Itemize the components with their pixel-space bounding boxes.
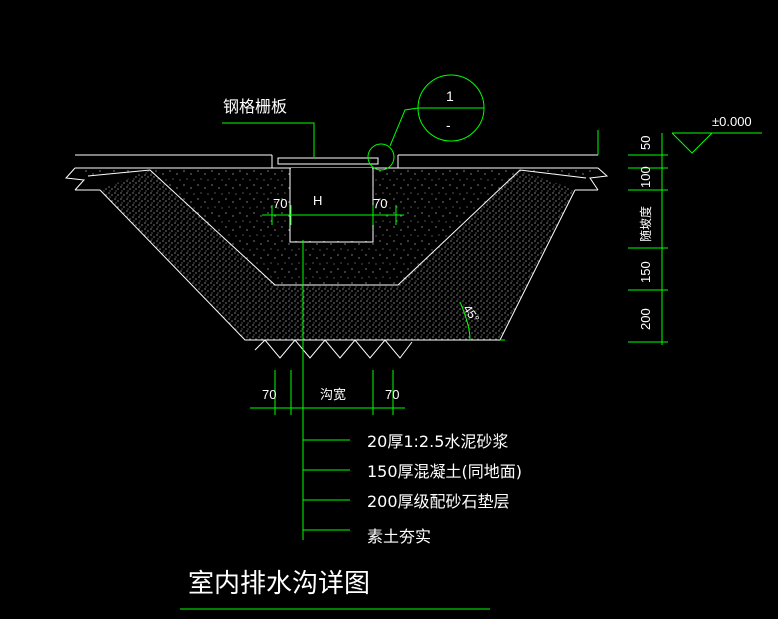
layer-0: 20厚1:2.5水泥砂浆: [367, 432, 508, 451]
angle-arc: [459, 301, 471, 341]
dim-bottom-right: 70: [385, 387, 399, 402]
dim-trench-width: 沟宽: [320, 387, 346, 403]
side-dim-0: 50: [638, 136, 653, 150]
grating-label: 钢格栅板: [223, 97, 287, 116]
break-mark-left: [64, 167, 86, 191]
elevation-triangle: [671, 132, 713, 154]
callout-number: 1: [446, 88, 454, 104]
dim-right-wall: 70: [373, 196, 387, 211]
drawing-title: 室内排水沟详图: [188, 569, 370, 599]
side-dimensions: 50 100 随坡度 150 200: [638, 136, 653, 330]
elevation-label: ±0.000: [712, 114, 752, 129]
detail-circle: [367, 143, 395, 171]
dimension-lines: [180, 74, 762, 610]
layer-3: 素土夯实: [367, 527, 431, 546]
depth-label: H: [313, 193, 322, 208]
side-dim-4: 200: [638, 308, 653, 330]
side-dim-1: 100: [638, 166, 653, 188]
layer-1: 150厚混凝土(同地面): [367, 462, 522, 481]
dim-left-wall: 70: [273, 196, 287, 211]
break-mark-right: [589, 167, 609, 191]
dim-bottom-left: 70: [262, 387, 276, 402]
steel-grating: [277, 157, 379, 165]
grating-leader: [222, 122, 315, 157]
gravel-bed-fill: [100, 170, 575, 340]
side-dim-3: 150: [638, 261, 653, 283]
layer-2: 200厚级配砂石垫层: [367, 492, 510, 511]
callout-sheet: -: [446, 117, 451, 133]
soil-hatch: [245, 339, 505, 359]
side-dim-2: 随坡度: [638, 206, 653, 242]
